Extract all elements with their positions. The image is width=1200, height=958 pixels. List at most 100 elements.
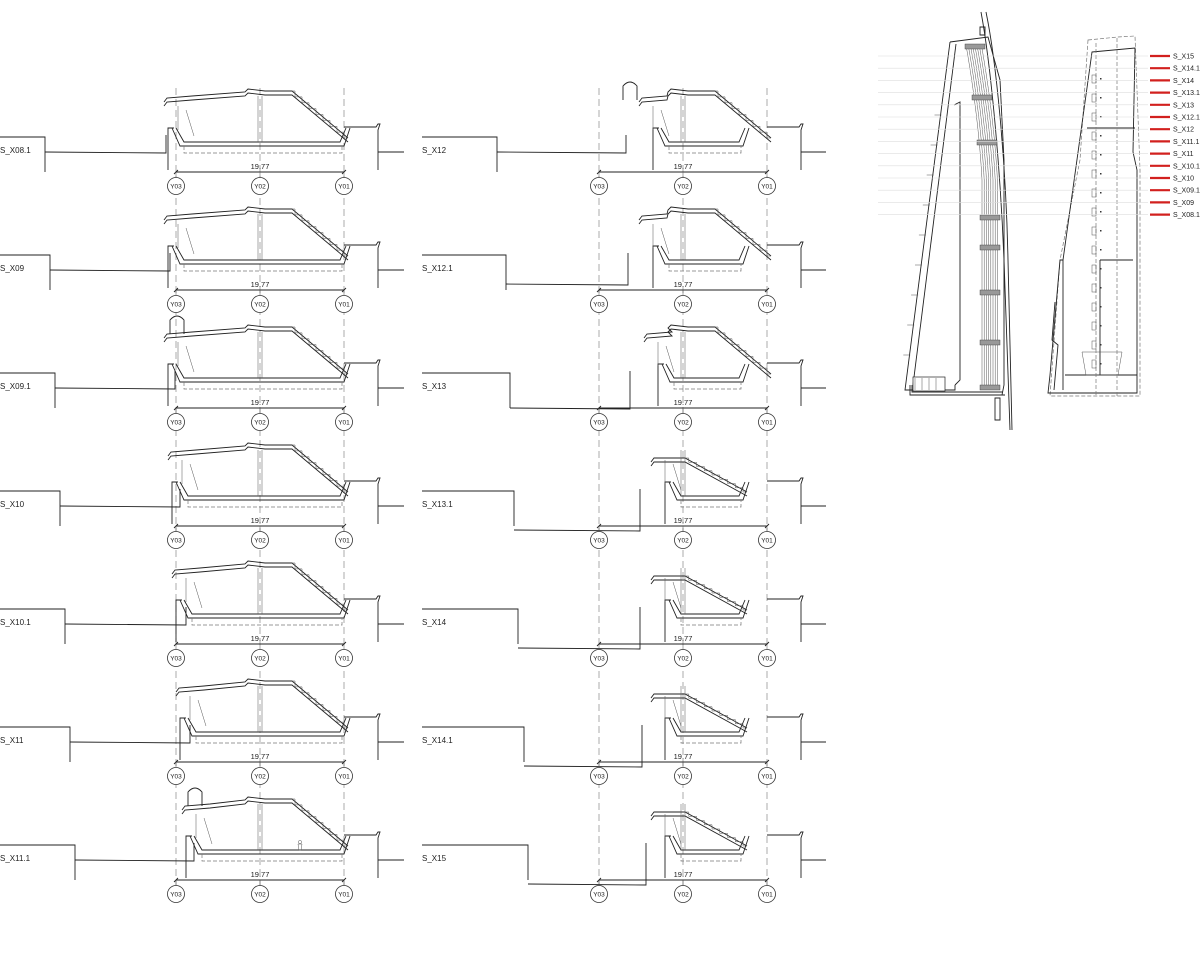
svg-text:S_X12.1: S_X12.1 (1173, 115, 1200, 122)
svg-text:Y01: Y01 (761, 774, 773, 781)
grid-bubble-y01: Y01 (335, 290, 353, 313)
grid-bubble-y02: Y02 (251, 290, 269, 313)
grid-bubble-y03: Y03 (590, 172, 608, 195)
section-label: S_X08.1 (0, 146, 31, 155)
grid-bubble-y01: Y01 (335, 880, 353, 903)
section-marker: S_X08.1 (1150, 212, 1200, 219)
svg-text:S_X09.1: S_X09.1 (1173, 188, 1200, 195)
svg-text:Y02: Y02 (677, 538, 689, 545)
svg-text:Y03: Y03 (593, 656, 605, 663)
grid-bubble-y02: Y02 (251, 172, 269, 195)
grid-bubble-y03: Y03 (167, 880, 185, 903)
svg-text:Y01: Y01 (338, 420, 350, 427)
svg-text:Y03: Y03 (170, 302, 182, 309)
svg-text:Y01: Y01 (338, 538, 350, 545)
grid-bubble-y01: Y01 (335, 408, 353, 431)
grid-bubble-y01: Y01 (335, 644, 353, 667)
svg-text:S_X14: S_X14 (1173, 78, 1194, 85)
section-marker: S_X09.1 (1150, 188, 1200, 195)
svg-text:Y01: Y01 (338, 892, 350, 899)
svg-text:Y03: Y03 (593, 538, 605, 545)
svg-text:Y01: Y01 (761, 892, 773, 899)
grid-bubble-y01: Y01 (758, 762, 776, 785)
grid-bubble-y03: Y03 (590, 408, 608, 431)
dimension-value: 19.77 (674, 870, 693, 879)
grid-bubble-y02: Y02 (674, 880, 692, 903)
svg-text:Y01: Y01 (338, 184, 350, 191)
section-label: S_X15 (422, 854, 447, 863)
grid-bubble-y02: Y02 (674, 408, 692, 431)
svg-text:Y02: Y02 (677, 892, 689, 899)
grid-bubble-y03: Y03 (167, 290, 185, 313)
section-marker: S_X11 (1150, 151, 1194, 158)
grid-bubble-y02: Y02 (251, 880, 269, 903)
grid-bubble-y01: Y01 (758, 526, 776, 549)
dimension-value: 19.77 (251, 870, 270, 879)
grid-bubble-y02: Y02 (251, 408, 269, 431)
svg-text:Y02: Y02 (254, 774, 266, 781)
svg-text:Y03: Y03 (593, 774, 605, 781)
svg-text:Y01: Y01 (338, 656, 350, 663)
svg-text:Y03: Y03 (593, 302, 605, 309)
dimension-value: 19.77 (674, 162, 693, 171)
section-marker: S_X11.1 (1150, 139, 1199, 146)
svg-text:S_X10: S_X10 (1173, 176, 1194, 183)
svg-text:Y03: Y03 (170, 892, 182, 899)
grid-bubble-y02: Y02 (674, 290, 692, 313)
svg-text:Y03: Y03 (170, 184, 182, 191)
grid-bubble-y01: Y01 (335, 526, 353, 549)
section-label: S_X11 (0, 736, 24, 745)
grid-bubble-y02: Y02 (674, 526, 692, 549)
section-marker: S_X13.1 (1150, 90, 1200, 97)
section-marker: S_X14 (1150, 78, 1194, 85)
dimension-value: 19.77 (674, 398, 693, 407)
grid-bubble-y02: Y02 (251, 526, 269, 549)
svg-text:Y01: Y01 (338, 774, 350, 781)
svg-text:Y02: Y02 (677, 302, 689, 309)
grid-bubble-y03: Y03 (167, 644, 185, 667)
section-marker: S_X12.1 (1150, 115, 1200, 122)
svg-text:Y01: Y01 (761, 184, 773, 191)
grid-bubble-y03: Y03 (590, 880, 608, 903)
dimension-value: 19.77 (251, 634, 270, 643)
svg-text:S_X15: S_X15 (1173, 54, 1194, 61)
section-label: S_X13.1 (422, 500, 453, 509)
svg-text:Y03: Y03 (170, 656, 182, 663)
plan-seating (903, 11, 1013, 431)
svg-text:S_X14.1: S_X14.1 (1173, 66, 1200, 73)
dimension-value: 19.77 (251, 162, 270, 171)
grid-bubble-y01: Y01 (758, 880, 776, 903)
svg-text:Y02: Y02 (254, 302, 266, 309)
svg-text:Y02: Y02 (254, 184, 266, 191)
grid-bubble-y01: Y01 (758, 644, 776, 667)
grid-bubble-y03: Y03 (590, 526, 608, 549)
grid-bubble-y02: Y02 (251, 644, 269, 667)
svg-text:Y03: Y03 (593, 420, 605, 427)
section-label: S_X14.1 (422, 736, 453, 745)
svg-text:Y02: Y02 (677, 656, 689, 663)
section-label: S_X10.1 (0, 618, 31, 627)
grid-bubble-y01: Y01 (758, 172, 776, 195)
section-label: S_X11.1 (0, 854, 31, 863)
svg-text:S_X11: S_X11 (1173, 151, 1194, 158)
svg-text:Y02: Y02 (254, 892, 266, 899)
section-label: S_X13 (422, 382, 447, 391)
section-label: S_X10 (0, 500, 25, 509)
grid-bubble-y02: Y02 (674, 172, 692, 195)
svg-text:Y02: Y02 (254, 538, 266, 545)
section-label: S_X09.1 (0, 382, 31, 391)
svg-text:S_X11.1: S_X11.1 (1173, 139, 1199, 146)
section-marker: S_X09 (1150, 200, 1194, 207)
dimension-value: 19.77 (251, 516, 270, 525)
